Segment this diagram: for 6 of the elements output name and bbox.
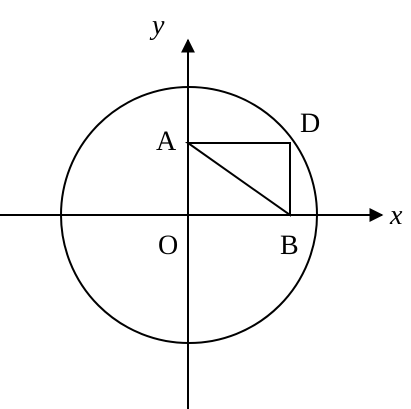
point-label: A: [156, 128, 176, 156]
point-label: B: [280, 232, 299, 260]
point-label: O: [158, 232, 178, 260]
axis-label: y: [152, 12, 164, 40]
axis-label: x: [390, 202, 402, 230]
point-label: D: [300, 110, 320, 138]
